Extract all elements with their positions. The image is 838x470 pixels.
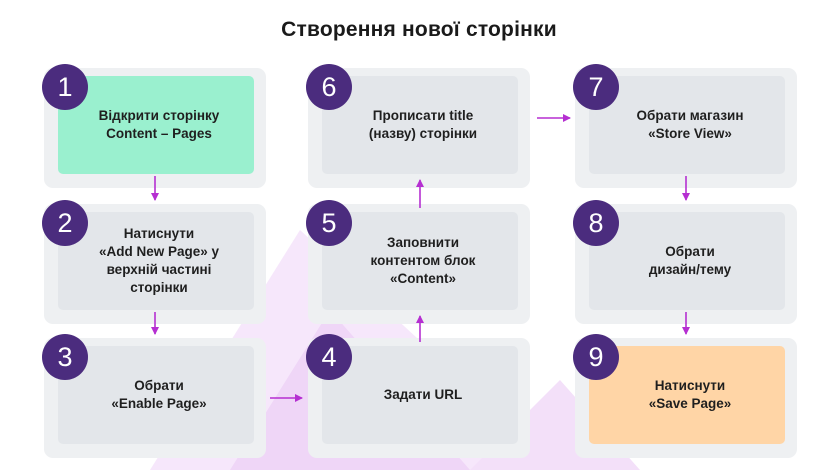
step-2-text: Натиснути «Add New Page» у верхній части… <box>98 225 220 296</box>
step-2-card: 2 Натиснути «Add New Page» у верхній час… <box>42 200 266 324</box>
step-9-card: 9 Натиснути «Save Page» <box>573 334 797 458</box>
step-4-card: 4 Задати URL <box>306 334 530 458</box>
step-3-card: 3 Обрати «Enable Page» <box>42 334 266 458</box>
step-5-text: Заповнити контентом блок «Content» <box>370 234 476 287</box>
step-6-text: Прописати title (назву) сторінки <box>368 107 478 141</box>
step-5-card: 5 Заповнити контентом блок «Content» <box>306 200 530 324</box>
step-5-badge: 5 <box>306 200 352 246</box>
step-4-badge: 4 <box>306 334 352 380</box>
step-4-text: Задати URL <box>383 386 463 402</box>
step-6-badge: 6 <box>306 64 352 110</box>
step-1-text: Відкрити сторінку Content – Pages <box>98 107 220 141</box>
step-1-card: 1 Відкрити сторінку Content – Pages <box>42 64 266 188</box>
step-8-card: 8 Обрати дизайн/тему <box>573 200 797 324</box>
step-7-card: 7 Обрати магазин «Store View» <box>573 64 797 188</box>
step-8-badge: 8 <box>573 200 619 246</box>
step-3-text: Обрати «Enable Page» <box>111 377 207 411</box>
step-7-badge: 7 <box>573 64 619 110</box>
step-7-text: Обрати магазин «Store View» <box>636 107 744 141</box>
step-9-badge: 9 <box>573 334 619 380</box>
step-9-text: Натиснути «Save Page» <box>648 377 732 411</box>
step-3-badge: 3 <box>42 334 88 380</box>
step-2-badge: 2 <box>42 200 88 246</box>
step-6-card: 6 Прописати title (назву) сторінки <box>306 64 530 188</box>
page-title: Створення нової сторінки <box>281 18 557 41</box>
step-8-text: Обрати дизайн/тему <box>648 243 732 277</box>
step-1-badge: 1 <box>42 64 88 110</box>
